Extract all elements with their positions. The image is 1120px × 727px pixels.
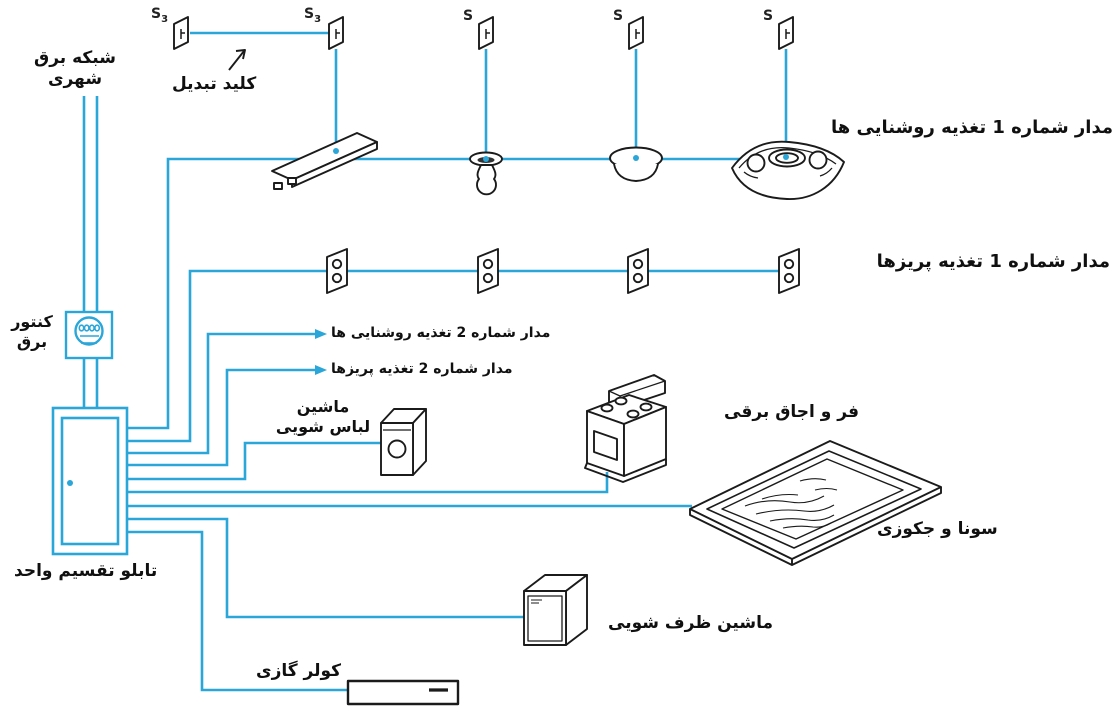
socket-icon-1 [326, 248, 348, 294]
arrowhead-circuit2-lights [315, 329, 327, 339]
panel-label: تابلو تقسیم واحد [14, 561, 158, 581]
socket-icon-4 [778, 248, 800, 294]
meter-icon [64, 310, 114, 360]
wires-layer [82, 31, 789, 692]
dishwasher-label: ماشین ظرف شویی [608, 613, 773, 633]
switch-label-s-2: S [613, 8, 623, 27]
wire-cooler [127, 530, 349, 692]
changeover-arrow-icon [228, 49, 246, 71]
switch-letter: S [463, 8, 474, 24]
socket-icon-2 [477, 248, 499, 294]
cooler-label: کولر گازی [256, 661, 342, 681]
panel-icon [51, 406, 129, 556]
switch-icon-s-1 [478, 16, 494, 50]
pendant-light-icon [469, 151, 503, 196]
wire-dishwasher [127, 517, 524, 619]
switch-label-s3-b: S3 [304, 6, 321, 25]
chandelier-light-icon [731, 140, 845, 200]
arrowhead-circuit2-sockets [315, 365, 327, 375]
city-grid-label: شبکه برق شهری [34, 48, 116, 90]
switch-letter: S [151, 6, 162, 22]
oven-label: فر و اجاق برقی [724, 402, 859, 422]
switch-label-s-1: S [463, 8, 473, 27]
circuit2-lights-label: مدار شماره 2 تغذیه روشنایی ها [331, 325, 551, 341]
fluorescent-light-icon [271, 132, 378, 190]
panel-knob [67, 480, 73, 486]
wire-circuit2-lights [127, 332, 316, 455]
dome-light-icon [609, 146, 663, 182]
devices-layer [173, 16, 942, 706]
circuit1-sockets-label: مدار شماره 1 تغذیه پریزها [876, 251, 1110, 272]
air-cooler-icon [346, 679, 460, 706]
switch-icon-s3-b [328, 16, 344, 50]
switch-subscript: 3 [314, 13, 322, 25]
wire-city-mains [82, 96, 99, 409]
junction-dots [333, 148, 789, 162]
switch-label-s-3: S [763, 8, 773, 27]
switch-icon-s-2 [628, 16, 644, 50]
wire-oven [127, 472, 609, 494]
wire-washing-machine [127, 441, 383, 481]
switch-letter: S [304, 6, 315, 22]
washing-machine-icon [380, 408, 427, 476]
stove-icon [584, 374, 667, 483]
switch-icon-s-3 [778, 16, 794, 50]
meter-label: کنتور برق [11, 312, 53, 351]
washing-machine-label: ماشین لباس شویی [275, 397, 371, 436]
circuit2-sockets-label: مدار شماره 2 تغذیه پریزها [331, 361, 513, 377]
water-texture [744, 478, 838, 529]
switch-subscript: 3 [161, 13, 169, 25]
switch-letter: S [763, 8, 774, 24]
socket-icon-3 [627, 248, 649, 294]
circuit1-lights-label: مدار شماره 1 تغذیه روشنایی ها [830, 117, 1113, 138]
sauna-label: سونا و جکوزی [877, 519, 998, 539]
switch-label-s3-a: S3 [151, 6, 168, 25]
switch-letter: S [613, 8, 624, 24]
changeover-switch-label: کلید تبدیل [172, 74, 257, 94]
switch-icon-s3-a [173, 16, 189, 50]
dishwasher-icon [523, 574, 588, 646]
sauna-jacuzzi-icon [689, 440, 942, 566]
wire-circuit2-sockets [127, 368, 316, 467]
